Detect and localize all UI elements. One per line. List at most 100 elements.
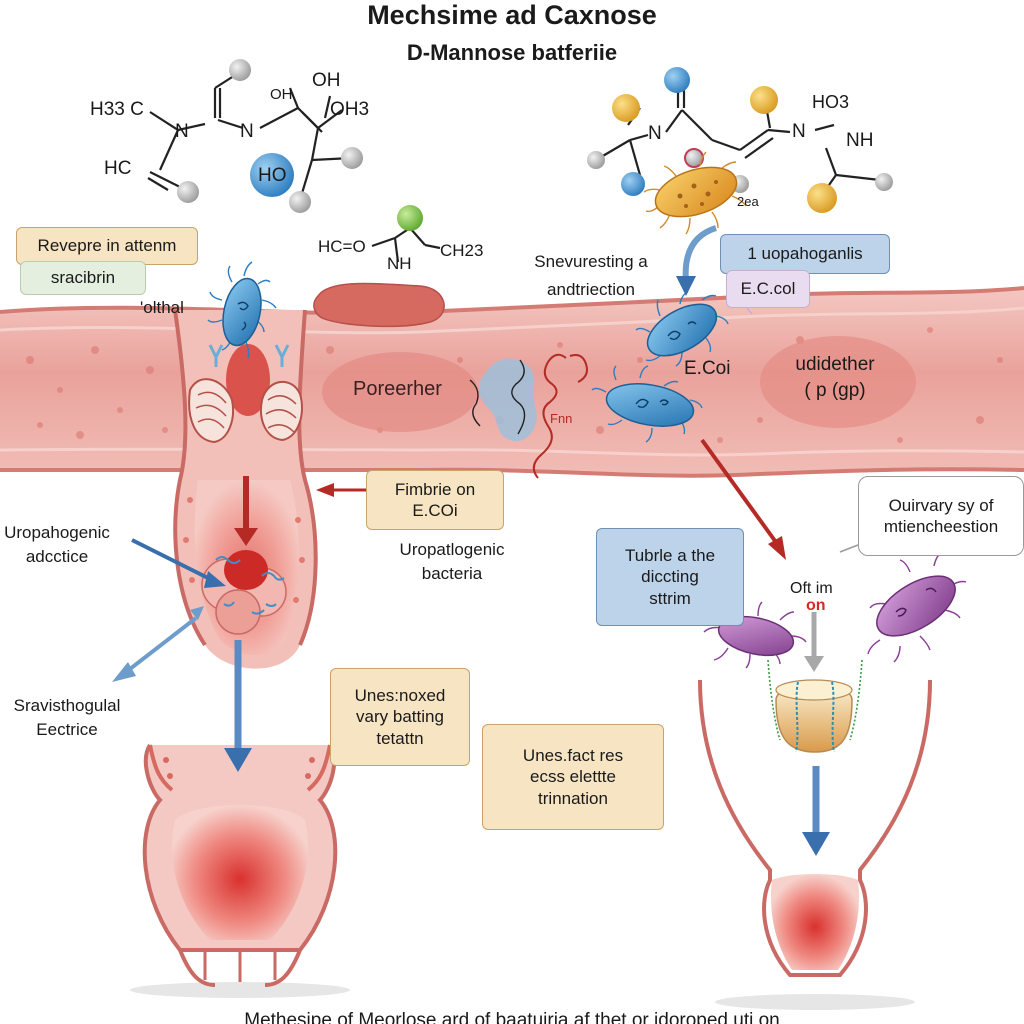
formula-n: N [648,123,662,144]
label-yolthal: 'olthal [140,298,184,317]
callout-text: diccting [641,567,699,587]
arrow-blue-diag-out [112,606,204,682]
bacterium-blue [635,291,729,367]
formula-n: N [240,121,254,142]
label-line: andtriection [547,279,635,299]
label-snevuresting: Snevuresting a andtriection [516,252,666,299]
callout-text: ecss elettte [530,767,616,787]
value-label: 2ea [737,194,759,209]
callout-text: E.C.col [740,279,796,299]
atom-grey [289,191,311,213]
atom-gold [750,86,778,114]
epithelial-cells-striped [188,344,303,444]
callout-tubrle: Tubrle a the diccting sttrim [596,528,744,626]
label-line: Uropatlogenic [399,540,505,559]
atom-grey [229,59,251,81]
arrow-left-red [316,483,366,497]
callout-text: sracibrin [50,268,116,288]
label-line: ( p (gp) [804,379,866,401]
receptor-markers [208,344,290,367]
atom-blue [664,67,690,93]
formula-oh3: OH3 [330,99,370,120]
formula-n: N [792,121,806,142]
mannose-molecule-middle [371,227,441,263]
bladder-left [130,743,350,998]
callout-text: Tubrle a the [624,546,716,566]
atom-gold [612,94,640,122]
arrow-down-grey [804,612,824,672]
callout-fimbrie: Fimbrie on E.COi [366,470,504,530]
formula-ho: HO [258,165,287,186]
formula-nh: NH [846,130,874,151]
formula-oh: OH [312,70,341,91]
bacterium-orange [643,151,747,235]
formula-hco: HC=O [318,237,366,256]
callout-unes-2: Unes.fact res ecss elettte trinnation [482,724,664,830]
red-blood-cell [313,282,445,328]
arrow-blue-diag-in [131,538,226,588]
atom-grey [875,173,893,191]
atom-grey [177,181,199,203]
invasion-zone [469,353,588,479]
formula-h3c: H33 C [90,99,144,120]
callout-uoopahoganlis: 1 uopahoganlis [720,234,890,274]
bladder-right [698,659,932,1010]
callout-text: Unes.fact res [522,746,624,766]
label-line: adcctice [25,546,89,566]
atom-blue-ho [250,153,294,197]
callout-text: Ouirvary sy of [888,495,994,515]
callout-text: Unes:noxed [354,686,446,706]
callout-text: Fimbrie on [394,479,476,499]
atom-grey [341,147,363,169]
atom-blue [621,172,645,196]
label-udidether: udidether ( p (gp) [770,354,900,402]
label-line: Snevuresting a [534,252,648,271]
formula-ho3: HO3 [812,92,850,112]
formula-oh-small: OH [270,86,293,103]
bacterium-blue [591,365,703,443]
arrow-down-blue-left [224,640,252,772]
label-ecoi: E.Coi [684,358,731,379]
callout-text: 1 uopahoganlis [747,244,863,264]
callout-text: sttrim [649,588,691,608]
formula-n: N [175,121,189,142]
callout-text: mtiencheestion [883,517,999,536]
bacterium-blue [207,261,277,359]
callout-tail [839,544,859,553]
footer-caption: Methesipe of Meorlose ard of baatuiria a… [244,1010,780,1024]
formula-hc: HC [104,158,132,179]
label-on: on [806,597,826,614]
arrow-down-red [234,476,258,546]
label-line: Sravisthogulal [13,696,121,715]
label-sravist: Sravisthogulal Eectrice [0,696,134,739]
callout-text: Revepre in attenm [37,236,177,256]
bacterium-purple [867,551,967,663]
arrow-down-blue-right [802,766,830,856]
callout-ouirvary: Ouirvary sy of mtiencheestion [858,476,1024,556]
callout-text: E.COi [412,501,458,520]
formula-ch23: CH23 [440,241,484,260]
arrow-curved-blue [676,225,718,296]
label-fnn: Fnn [550,411,573,426]
atom-green [397,205,423,231]
callout-text: tetattn [376,728,424,748]
atom-gold [807,183,837,213]
label-line: Eectrice [36,719,98,739]
atom-grey [587,151,605,169]
callout-text: vary batting [356,707,444,727]
label-line: udidether [795,354,875,375]
label-poreerher: Poreerher [353,378,442,400]
label-line: bacteria [421,563,483,583]
infected-cell-cluster [201,550,287,635]
callout-revepre: Revepre in attenm [16,227,198,265]
page-title: Mechsime ad Caxnose [367,0,657,30]
callout-text: trinnation [538,788,608,808]
label-uropatlogenic: Uropatlogenic bacteria [372,540,532,583]
label-uropahogenic: Uropahogenic adcctice [0,523,114,566]
formula-nh: NH [387,254,412,273]
label-line: Uropahogenic [4,523,110,542]
label-oft-im: Oft im [790,580,833,597]
arrow-red-diag-right [700,438,786,560]
